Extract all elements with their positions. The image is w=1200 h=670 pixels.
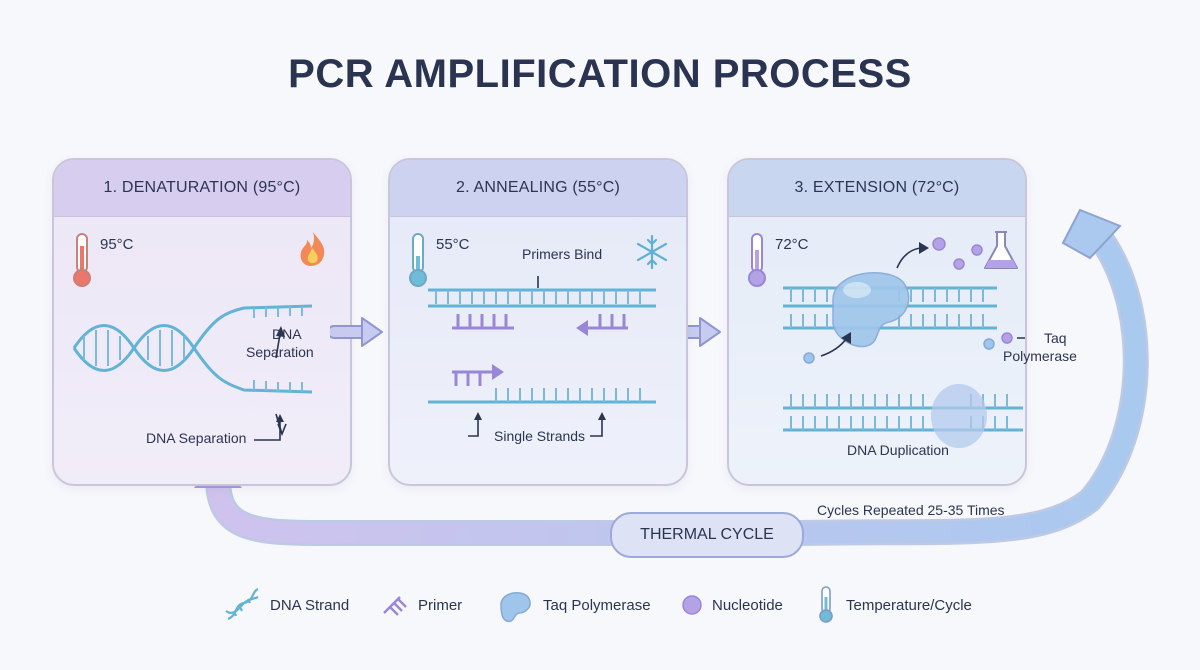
- legend-label: Temperature/Cycle: [846, 596, 972, 614]
- step-denaturation-panel: 1. DENATURATION (95°C): [52, 158, 352, 486]
- thermometer-icon: [748, 233, 766, 287]
- thermometer-icon: [73, 233, 91, 287]
- taq-callout-line1: Taq: [1044, 330, 1067, 346]
- nucleotides: [803, 237, 1013, 364]
- thermal-cycle-label: THERMAL CYCLE: [610, 512, 804, 558]
- thermometer-icon: [819, 586, 833, 623]
- temperature-readout: 72°C: [775, 236, 809, 253]
- polymerase-enzyme-lower: [931, 384, 987, 448]
- step-heading: 1. DENATURATION (95°C): [54, 160, 350, 217]
- polymerase-icon: [500, 592, 531, 623]
- legend-item-dna-strand: DNA Strand: [222, 585, 349, 625]
- nucleotide-icon: [682, 595, 702, 615]
- legend-label: Nucleotide: [712, 596, 783, 614]
- bottom-caption: DNA Separation: [146, 430, 247, 446]
- step-heading: 2. ANNEALING (55°C): [390, 160, 686, 217]
- extension-illustration: [748, 231, 1025, 448]
- primer-right: [576, 314, 628, 336]
- primer-icon: [383, 596, 407, 616]
- denaturation-illustration: [72, 232, 325, 441]
- polymerase-enzyme: [832, 272, 910, 348]
- step-arrow-1: [330, 317, 383, 347]
- step-annealing-panel: 2. ANNEALING (55°C): [388, 158, 688, 486]
- legend-label: Primer: [418, 596, 463, 614]
- legend-label: Taq Polymerase: [543, 596, 651, 614]
- step-extension-panel: 3. EXTENSION (72°C): [727, 158, 1027, 486]
- legend-item-primer: Primer: [380, 585, 462, 625]
- annealing-illustration: [409, 233, 668, 437]
- separation-label-line1: DNA: [272, 326, 302, 342]
- temperature-readout: 55°C: [436, 236, 470, 253]
- taq-callout-line2: Polymerase: [1003, 348, 1077, 364]
- dna-helix-icon: [225, 587, 259, 621]
- dna-duplication-label: DNA Duplication: [847, 442, 949, 458]
- primer-lower: [452, 364, 504, 386]
- flame-icon: [300, 232, 325, 266]
- dna-helix: [72, 304, 313, 394]
- thermometer-icon: [409, 233, 427, 287]
- legend-label: DNA Strand: [270, 596, 350, 614]
- flask-icon: [984, 231, 1018, 269]
- single-strands-label: Single Strands: [494, 428, 586, 444]
- page-title: PCR AMPLIFICATION PROCESS: [288, 52, 912, 96]
- step-heading: 3. EXTENSION (72°C): [729, 160, 1025, 217]
- temperature-readout: 95°C: [100, 236, 134, 253]
- legend: DNA Strand Primer Taq Polymerase Nucleot…: [0, 585, 1200, 625]
- cycles-note: Cycles Repeated 25-35 Times: [817, 502, 1005, 518]
- snowflake-icon: [636, 234, 668, 270]
- legend-item-nucleotide: Nucleotide: [680, 585, 783, 625]
- primers-bind-label: Primers Bind: [522, 246, 603, 262]
- separation-label-line2: Separation: [246, 344, 314, 360]
- legend-item-temperature-cycle: Temperature/Cycle: [814, 585, 972, 625]
- primer-left: [452, 314, 514, 330]
- legend-item-taq-polymerase: Taq Polymerase: [495, 585, 651, 625]
